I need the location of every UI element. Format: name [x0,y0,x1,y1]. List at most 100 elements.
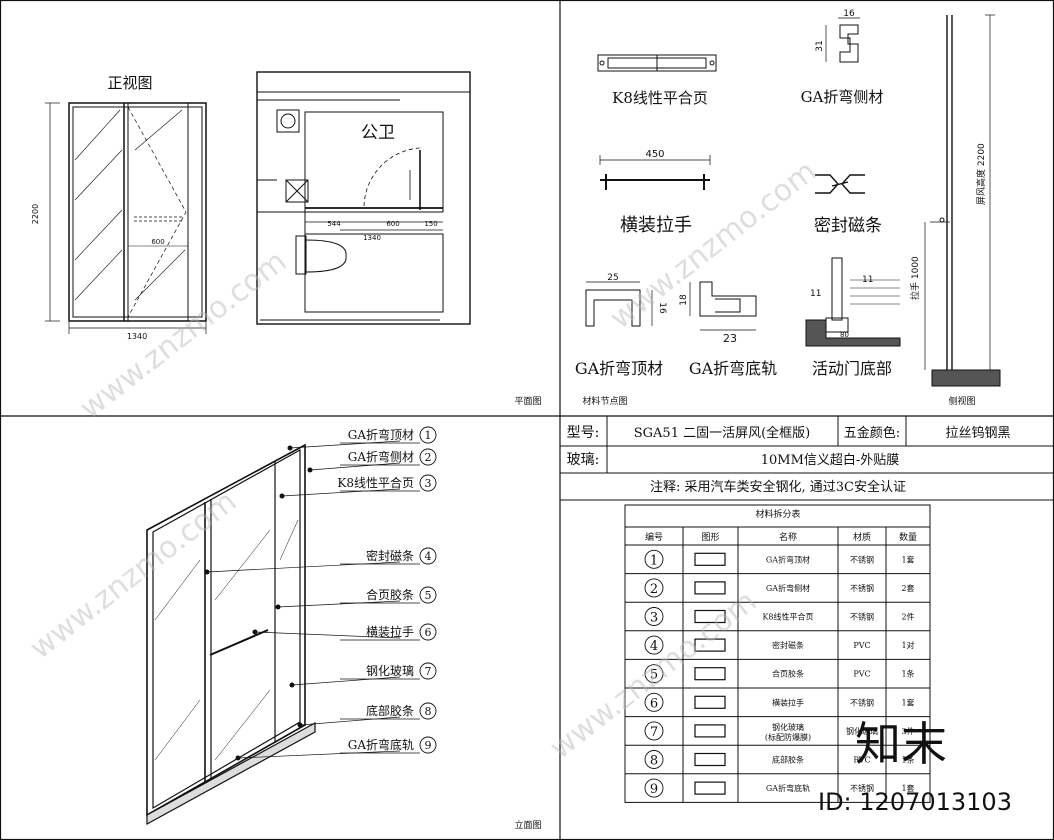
row-shape-icon [694,552,726,566]
watermark-site-3: www.znzmo.com [23,484,243,666]
callout-label: 合页胶条 [366,587,414,602]
callout-number: 9 [425,739,432,752]
front-height-dim: 2200 [31,204,40,224]
row-shape-icon [694,695,726,709]
spec-note: 注释: 采用汽车类安全钢化, 通过3C安全认证 [650,479,906,495]
top-dim-h: 16 [657,302,667,314]
node-handle-label: 横装拉手 [620,215,692,236]
row-name: 合页胶条 [772,669,804,679]
callout-dot [287,445,293,451]
callout-number-circle [419,474,437,492]
row-material: PVC [853,670,870,679]
handle-dim: 450 [645,149,664,160]
callout-number-circle [419,702,437,720]
row-name: 密封磁条 [772,640,804,650]
room-label: 公卫 [361,123,395,143]
callout-number: 8 [425,705,432,718]
row-material: 钢化玻璃 [846,726,878,736]
row-number-circle [644,607,664,626]
hardware-color-value: 拉丝钨钢黑 [945,425,1010,441]
callout-number: 6 [425,626,432,639]
plan-dim-544: 544 [327,220,341,228]
callout-label: 密封磁条 [366,548,414,563]
callout-number-circle [419,448,437,466]
plan-dim-150: 150 [424,220,437,228]
row-number-circle [644,750,664,769]
row-shape-icon [694,609,726,624]
row-shape-icon [694,724,726,738]
row-qty: 2件 [901,612,914,622]
callout-leader [254,631,401,639]
table-border [624,504,931,803]
callout-label: K8线性平合页 [337,475,414,490]
row-name: GA折弯侧材 [766,583,810,593]
callout-leader [291,676,401,686]
row-number-circle [644,778,664,798]
plan-dim-1340: 1340 [363,234,381,242]
table-header: 名称 [779,531,797,543]
row-material: 不锈钢 [850,697,874,707]
callout-number: 1 [425,429,432,442]
watermark-site-2: www.znzmo.com [603,154,823,336]
row-name: 横装拉手 [772,697,804,707]
row-number: 9 [650,782,658,797]
plan-dim-600: 600 [386,220,399,228]
nodes-caption: 材料节点图 [582,395,627,407]
row-name: 底部胶条 [772,755,804,765]
callout-number-circle [419,623,437,641]
watermark-brand: 知末 [855,717,947,771]
callout-dot [252,629,258,635]
node-door-bottom-label: 活动门底部 [812,359,892,378]
row-material: 不锈钢 [850,554,874,564]
row-number: 6 [650,696,658,711]
row-shape-icon [694,781,726,795]
callout-leader [281,488,401,497]
row-material: 不锈钢 [850,612,874,622]
row-number: 3 [650,611,658,626]
material-nodes: K8线性平合页 GA折弯侧材 16 31 450 横装拉手 密封磁条 25 16… [575,9,1001,407]
door-bottom-dim-3: 80 [840,331,849,339]
watermark-id: ID: 1207013103 [818,788,1012,816]
callout-leader [299,716,401,726]
callout-label: GA折弯侧材 [348,449,414,464]
callout-number-circle [419,426,437,444]
node-hinge-label: K8线性平合页 [612,89,708,107]
row-shape-icon [694,581,726,595]
side-height-label: 屏风高度 2200 [975,143,987,205]
glass-value: 10MM信义超白-外贴膜 [761,452,900,468]
callout-dot [275,604,281,610]
callout-number: 7 [425,665,432,678]
watermark-site-1: www.znzmo.com [73,244,293,426]
callout-label: GA折弯顶材 [348,427,414,442]
front-view: 正视图 2200 1340 [31,74,207,341]
callout-number-circle [419,586,437,604]
row-number-circle [644,635,664,655]
row-shape-icon [694,667,726,681]
row-number: 7 [650,725,658,740]
callout-label: 钢化玻璃 [366,664,414,678]
side-handle-label: 拉手 1000 [909,256,921,300]
callout-number: 5 [425,589,432,602]
row-qty: 1套 [901,783,914,793]
callout-dot [235,755,241,761]
top-dim-w: 25 [607,273,618,283]
callout-dot [204,569,210,575]
row-number: 5 [650,668,658,683]
front-view-title: 正视图 [107,74,152,92]
callout-dot [307,467,313,473]
callout-leader [237,750,401,759]
side-caption: 侧视图 [948,395,975,407]
callout-number: 4 [425,550,432,563]
plan-caption: 平面图 [514,396,541,407]
row-name-note: (标配防爆膜) [765,732,811,742]
model-label: 型号: [567,425,600,441]
row-qty: 1条 [901,669,914,679]
row-qty: 1套 [901,697,914,707]
row-material: 不锈钢 [850,583,874,593]
row-material: 不锈钢 [850,783,874,793]
row-qty: 1对 [901,640,914,650]
spec-block: 型号: SGA51 二固一活屏风(全框版) 五金颜色: 拉丝钨钢黑 玻璃: 10… [560,416,1054,501]
